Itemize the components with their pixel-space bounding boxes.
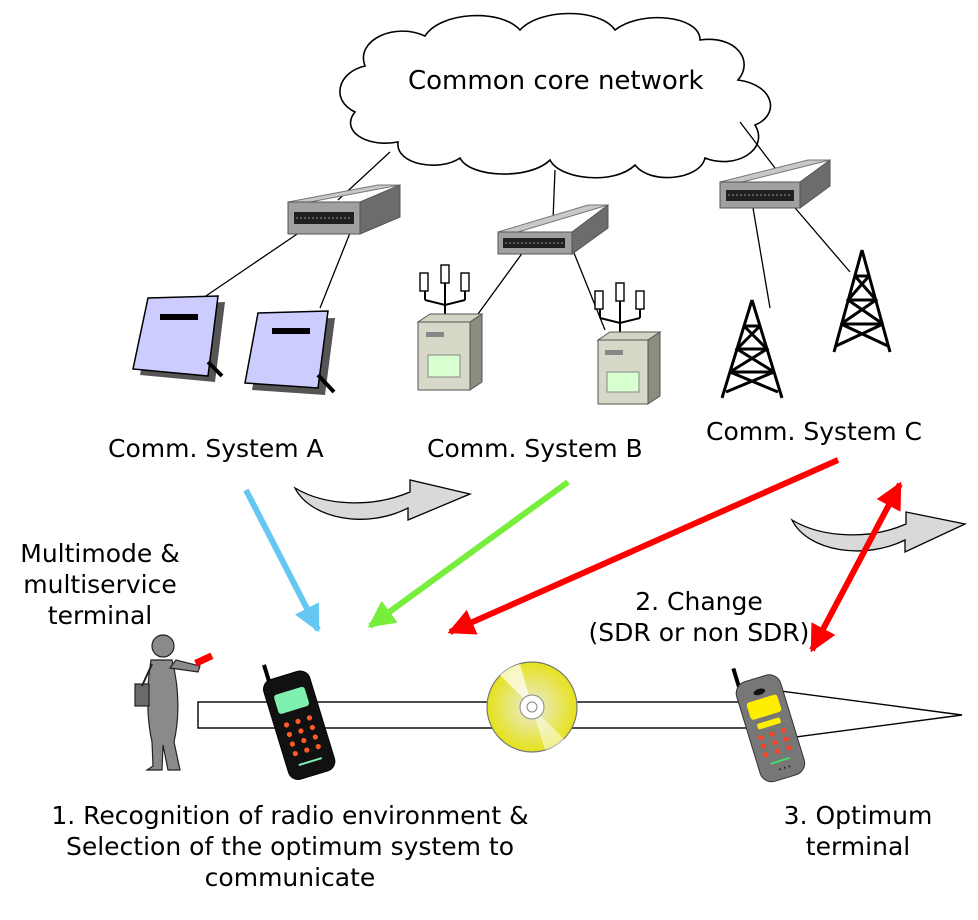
system-b-label: Comm. System B [427, 434, 643, 463]
handover-arrow-1-icon [293, 479, 473, 521]
phone-left-icon [262, 664, 336, 780]
tower-c1-icon [720, 299, 784, 399]
recognition-label: 1. Recognition of radio environment & Se… [10, 800, 570, 893]
recognition-label-line-2: Selection of the optimum system to [65, 832, 514, 861]
optimum-label: 3. Optimum terminal [758, 800, 958, 862]
system-c-label: Comm. System C [706, 417, 922, 446]
handover-arrow-2-icon [790, 511, 968, 554]
terminal-label-line-3: terminal [47, 601, 153, 630]
system-c-arrow [447, 457, 840, 635]
cabinet-station-b2-icon [594, 282, 662, 405]
cloud-label: Common core network [408, 66, 704, 96]
person-phone-icon [194, 652, 214, 667]
panel-station-a1-icon [132, 295, 225, 382]
router-b-icon [497, 204, 609, 255]
recognition-label-line-1: 1. Recognition of radio environment & [51, 801, 529, 830]
change-label: 2. Change (SDR or non SDR) [584, 586, 814, 648]
terminal-label-line-1: Multimode & [20, 539, 180, 568]
person-icon [134, 634, 201, 771]
router-a-icon [287, 184, 401, 235]
terminal-label-line-2: multiservice [23, 570, 177, 599]
system-a-label: Comm. System A [108, 434, 324, 463]
system-b-arrow [367, 479, 570, 629]
change-label-line-1: 2. Change [635, 587, 763, 616]
tower-c2-icon [832, 249, 892, 353]
phone-right-icon [731, 667, 806, 783]
optimum-label-line-1: 3. Optimum [783, 801, 933, 830]
optimum-label-line-2: terminal [805, 832, 911, 861]
connection-lines [199, 121, 851, 331]
change-arrow [809, 481, 903, 653]
change-label-line-2: (SDR or non SDR) [588, 618, 810, 647]
system-a-arrow [243, 488, 321, 633]
cabinet-station-b1-icon [416, 264, 484, 391]
recognition-label-line-3: communicate [204, 863, 376, 892]
cloud-shape [339, 12, 772, 179]
panel-station-a2-icon [244, 310, 336, 395]
router-c-icon [719, 159, 831, 209]
cd-icon [486, 661, 578, 753]
terminal-label: Multimode & multiservice terminal [0, 538, 200, 631]
